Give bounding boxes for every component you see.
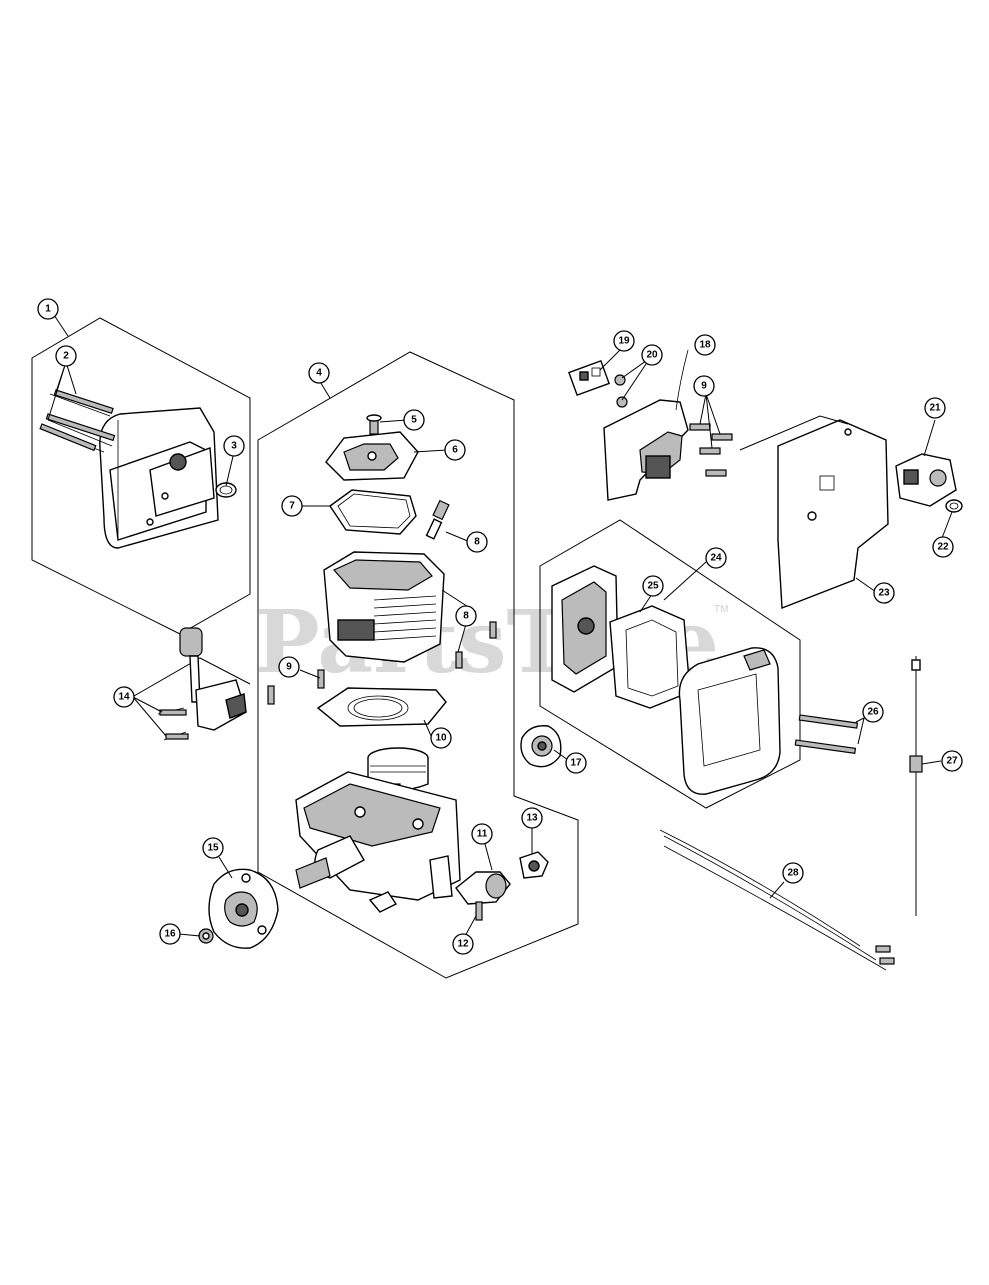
svg-text:21: 21 [929, 403, 941, 414]
callout-19: 19 [613, 330, 635, 352]
svg-text:20: 20 [646, 350, 658, 361]
svg-text:8: 8 [463, 611, 469, 622]
watermark-tm: TM [714, 604, 728, 615]
callout-5: 5 [403, 409, 425, 431]
callout-14: 14 [113, 686, 135, 708]
svg-text:12: 12 [457, 939, 469, 950]
group-box-air-filter [539, 519, 801, 809]
callout-layer: 1234567891011121314151617181920212223242… [37, 298, 963, 955]
air-filter-assembly [551, 565, 781, 795]
svg-text:6: 6 [452, 445, 458, 456]
group-box-handle [133, 657, 251, 697]
callout-21: 21 [924, 397, 946, 419]
svg-text:22: 22 [937, 542, 949, 553]
svg-text:9: 9 [286, 662, 292, 673]
callout-7: 7 [281, 495, 303, 517]
callout-27: 27 [941, 750, 963, 772]
svg-text:15: 15 [207, 843, 219, 854]
callout-11: 11 [471, 823, 493, 845]
callout-16: 16 [159, 923, 181, 945]
svg-text:26: 26 [867, 707, 879, 718]
svg-text:19: 19 [618, 336, 630, 347]
svg-text:25: 25 [647, 581, 659, 592]
svg-text:3: 3 [231, 441, 237, 452]
callout-8: 8 [455, 605, 477, 627]
svg-text:16: 16 [164, 929, 176, 940]
callout-4: 4 [308, 362, 330, 384]
crankcase-assembly [295, 747, 461, 913]
carburetor-assembly [568, 349, 963, 610]
svg-text:5: 5 [411, 415, 417, 426]
svg-text:9: 9 [701, 381, 707, 392]
callout-15: 15 [202, 837, 224, 859]
muffler-assembly [39, 389, 237, 549]
callout-18: 18 [694, 334, 716, 356]
callout-2: 2 [55, 345, 77, 367]
callout-13: 13 [521, 807, 543, 829]
ignition-module [198, 868, 279, 949]
svg-text:11: 11 [477, 829, 488, 840]
svg-text:4: 4 [316, 368, 322, 379]
svg-text:10: 10 [435, 733, 447, 744]
callout-25: 25 [642, 575, 664, 597]
callout-28: 28 [782, 862, 804, 884]
callout-8: 8 [466, 531, 488, 553]
intake-parts [455, 725, 562, 921]
callout-6: 6 [444, 439, 466, 461]
callout-24: 24 [705, 547, 727, 569]
svg-text:18: 18 [699, 340, 711, 351]
svg-text:8: 8 [474, 537, 480, 548]
svg-text:28: 28 [787, 868, 799, 879]
svg-text:23: 23 [878, 588, 890, 599]
svg-text:1: 1 [45, 304, 51, 315]
callout-26: 26 [862, 701, 884, 723]
misc-parts [659, 656, 923, 971]
callout-12: 12 [452, 933, 474, 955]
svg-text:27: 27 [946, 756, 958, 767]
svg-text:17: 17 [570, 758, 582, 769]
cylinder-assembly [267, 414, 497, 727]
group-box-engine [257, 351, 579, 979]
callout-22: 22 [932, 536, 954, 558]
callout-3: 3 [223, 435, 245, 457]
callout-10: 10 [430, 727, 452, 749]
callout-17: 17 [565, 752, 587, 774]
leader-lines [47, 314, 953, 939]
svg-text:2: 2 [63, 351, 69, 362]
callout-9: 9 [693, 375, 715, 397]
callout-20: 20 [641, 344, 663, 366]
callout-23: 23 [873, 582, 895, 604]
svg-text:24: 24 [710, 553, 722, 564]
svg-text:13: 13 [526, 813, 538, 824]
callout-1: 1 [37, 298, 59, 320]
svg-text:7: 7 [289, 501, 295, 512]
throttle-handle [157, 627, 247, 741]
svg-text:14: 14 [118, 692, 130, 703]
callout-9: 9 [278, 656, 300, 678]
